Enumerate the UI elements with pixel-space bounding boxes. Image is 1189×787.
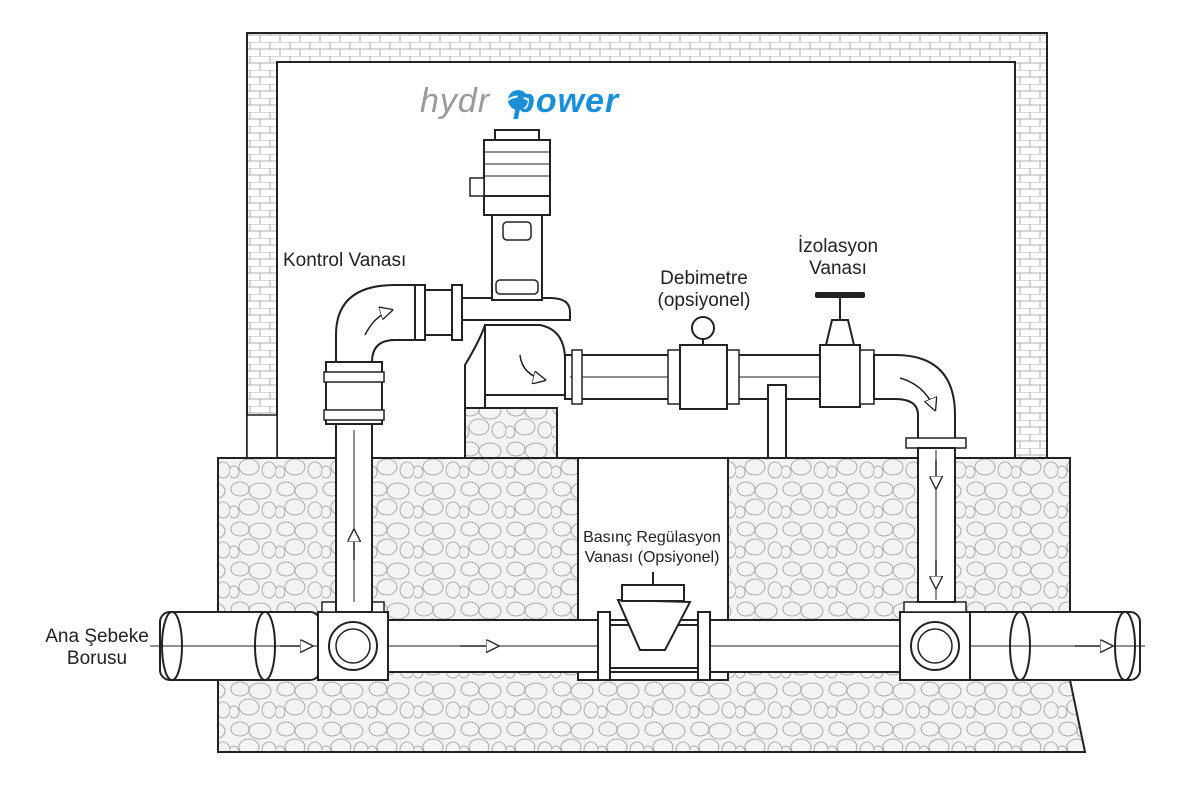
label-ana-sebeke: Ana Şebeke Borusu [38,626,156,670]
pressure-regulating-valve [597,572,711,681]
label-izolasyon-line2: Vanası [809,258,867,279]
left-riser-pipe [323,284,416,613]
label-debimetre-line2: (opsiyonel) [657,290,751,311]
label-ana-line1: Ana Şebeke [45,626,149,647]
isolation-valve [815,292,865,408]
label-basinc-line1: Basınç Regülasyon [583,529,721,546]
label-basinc-regulasyon: Basınç Regülasyon Vanası (Opsiyonel) [572,528,732,568]
flow-arrows [280,310,1112,646]
right-tee-fitting [899,601,971,681]
label-izolasyon-line1: İzolasyon [797,236,879,257]
pump-unit [414,129,571,409]
label-kontrol-vanasi: Kontrol Vanası [283,250,407,271]
label-basinc-line2: Vanası (Opsiyonel) [584,549,720,566]
ground-soil [217,407,1087,753]
label-debimetre: Debimetre (opsiyonel) [640,268,768,312]
flowmeter [679,316,728,410]
left-tee-fitting [317,601,389,681]
label-debimetre-line1: Debimetre [660,268,748,289]
hydropower-logo-icon [507,90,529,110]
label-ana-line2: Borusu [66,648,128,669]
logo-text-power: power [514,82,620,120]
label-izolasyon: İzolasyon Vanası [778,236,898,280]
hydropower-logo: hydr power [420,82,619,121]
logo-text-hydr: hydr [420,82,491,120]
